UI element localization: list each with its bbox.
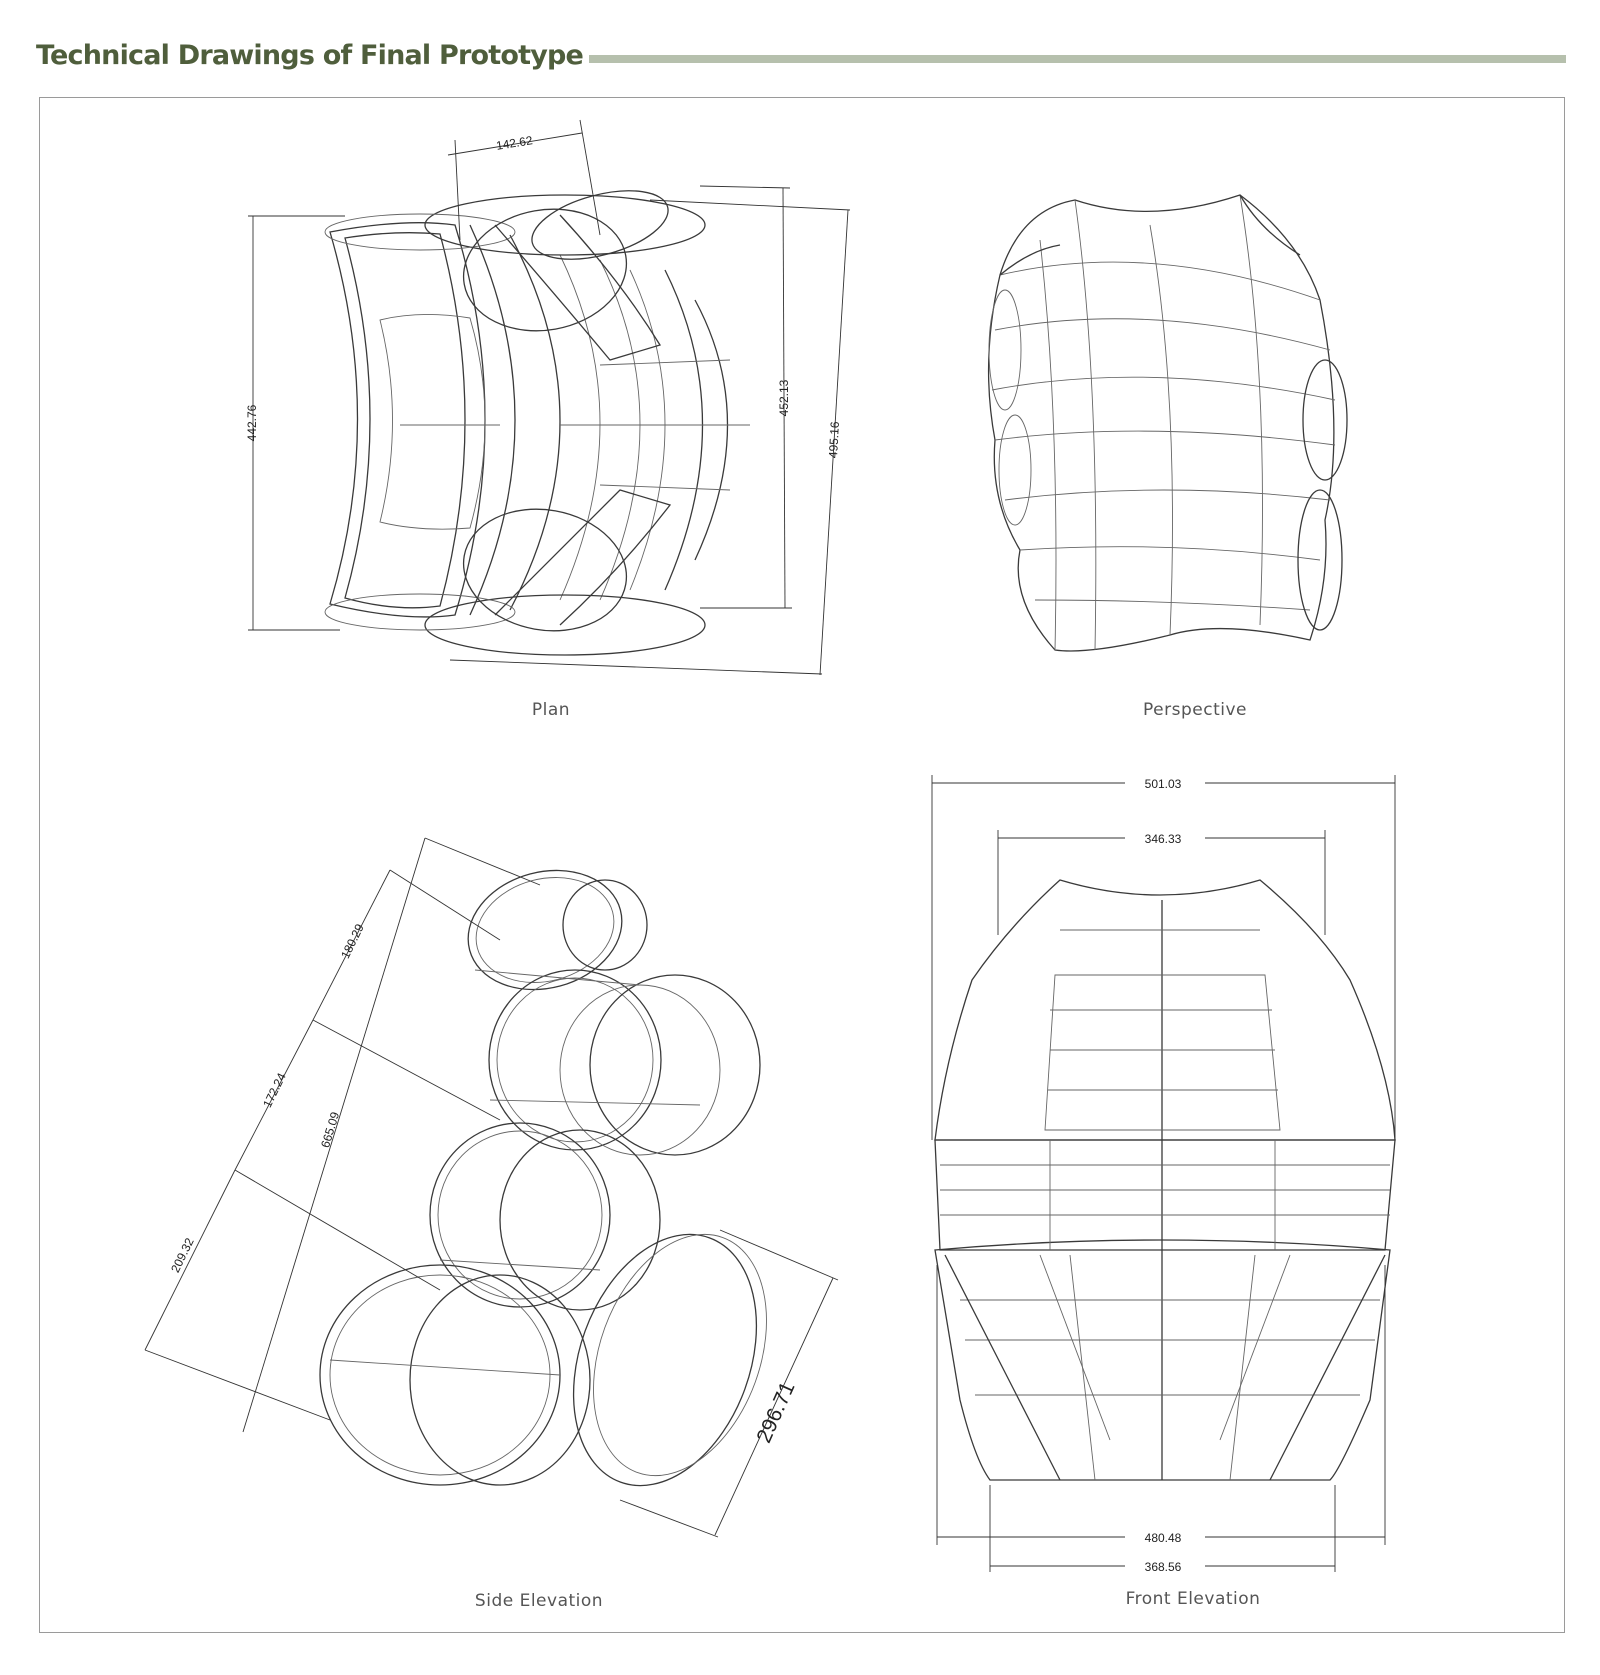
plan-drawing bbox=[324, 190, 750, 656]
plan-dim-452: 452.13 bbox=[777, 379, 791, 416]
plan-dim-142: 142.62 bbox=[495, 133, 534, 153]
side-dim-172: 172.24 bbox=[260, 1070, 289, 1109]
front-elevation-drawing bbox=[934, 879, 1396, 1481]
side-dim-180: 180.29 bbox=[338, 921, 367, 960]
plan-caption: Plan bbox=[531, 700, 571, 720]
plan-dimensions: 142.62 442.76 452.13 495.16 bbox=[245, 119, 851, 676]
side-elevation-dimensions: 180.29 172.24 209.32 665.09 296.71 bbox=[144, 837, 839, 1538]
front-elevation-caption: Front Elevation bbox=[1125, 1589, 1261, 1609]
drawing-frame bbox=[39, 97, 1565, 1633]
plan-dim-442: 442.76 bbox=[245, 404, 259, 441]
front-dim-368: 368.56 bbox=[1145, 1560, 1182, 1574]
side-dim-296: 296.71 bbox=[752, 1378, 799, 1446]
side-elevation-caption: Side Elevation bbox=[474, 1591, 604, 1611]
front-dim-501: 501.03 bbox=[1145, 777, 1182, 791]
front-elevation-dimensions: 501.03 346.33 480.48 368.56 bbox=[931, 775, 1396, 1574]
plan-dim-495: 495.16 bbox=[826, 421, 842, 459]
side-dim-665: 665.09 bbox=[318, 1110, 342, 1150]
page-title: Technical Drawings of Final Prototype bbox=[36, 40, 584, 71]
perspective-drawing bbox=[987, 194, 1348, 652]
perspective-caption: Perspective bbox=[1143, 700, 1247, 720]
page-heading: Technical Drawings of Final Prototype bbox=[36, 40, 1566, 71]
title-rule bbox=[589, 54, 1566, 63]
front-dim-346: 346.33 bbox=[1145, 832, 1182, 846]
side-elevation-drawing bbox=[319, 869, 767, 1487]
front-dim-480: 480.48 bbox=[1145, 1531, 1182, 1545]
